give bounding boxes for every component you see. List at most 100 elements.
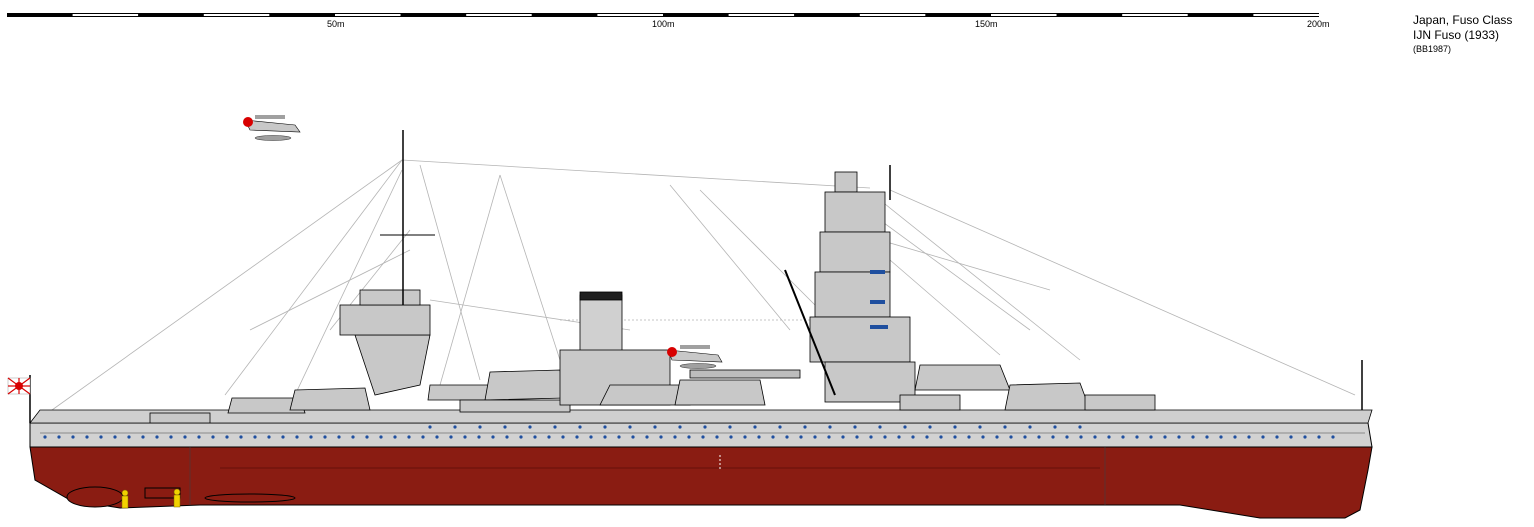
masts [29,130,1363,423]
porthole [1121,435,1125,439]
porthole [99,435,103,439]
porthole [687,435,691,439]
scale-segment [138,14,204,16]
portholes [43,425,1335,439]
porthole [853,425,857,429]
porthole [785,435,789,439]
porthole [1205,435,1209,439]
scale-segment [531,14,598,16]
porthole [869,435,873,439]
porthole [939,435,943,439]
porthole [503,425,507,429]
scale-bar [7,13,1319,17]
porthole [281,435,285,439]
porthole [1078,425,1082,429]
porthole [701,435,705,439]
scale-segment [663,14,729,16]
porthole [1053,425,1057,429]
porthole [211,435,215,439]
scale-segment [925,14,991,16]
porthole [1233,435,1237,439]
scale-label-100m: 100m [652,19,675,29]
porthole [799,435,803,439]
porthole [1191,435,1195,439]
porthole [729,435,733,439]
scale-segment [72,14,139,16]
porthole [1219,435,1223,439]
porthole [43,435,47,439]
porthole [428,425,432,429]
scale-segment [1253,14,1319,16]
porthole [1331,435,1335,439]
porthole [1135,435,1139,439]
scale-segment [1056,14,1123,16]
porthole [379,435,383,439]
scale-segment [728,14,795,16]
porthole [449,435,453,439]
porthole [757,435,761,439]
porthole [928,425,932,429]
porthole [953,425,957,429]
porthole [1247,435,1251,439]
ship-name: IJN Fuso (1933) [1413,28,1500,42]
porthole [981,435,985,439]
porthole [169,435,173,439]
porthole [1107,435,1111,439]
porthole [553,425,557,429]
porthole [678,425,682,429]
scale-label-50m: 50m [327,19,345,29]
ship-info: Japan, Fuso Class IJN Fuso (1933) (BB198… [1413,13,1512,55]
porthole [1065,435,1069,439]
porthole [645,435,649,439]
porthole [883,435,887,439]
scale-segment [597,14,663,16]
porthole [393,435,397,439]
porthole [519,435,523,439]
porthole [323,435,327,439]
porthole [1037,435,1041,439]
bridge-windows [870,270,888,329]
porthole [197,435,201,439]
porthole [1149,435,1153,439]
scale-label-200m: 200m [1307,19,1330,29]
porthole [365,435,369,439]
ship-reference-code: (BB1987) [1413,44,1452,54]
porthole [453,425,457,429]
porthole [743,435,747,439]
porthole [267,435,271,439]
superstructure [149,171,1156,424]
porthole [528,425,532,429]
scale-segment [466,14,532,16]
porthole [1023,435,1027,439]
porthole [491,435,495,439]
porthole [628,425,632,429]
porthole [113,435,117,439]
porthole [978,425,982,429]
porthole [127,435,131,439]
porthole [911,435,915,439]
porthole [309,435,313,439]
porthole [841,435,845,439]
porthole [653,425,657,429]
porthole [995,435,999,439]
ship-class-title: Japan, Fuso Class [1413,13,1513,27]
scale-segment [794,14,860,16]
scale-segment [1187,14,1254,16]
porthole [478,425,482,429]
porthole [1261,435,1265,439]
porthole [183,435,187,439]
porthole [589,435,593,439]
rising-sun-flag-icon [7,377,31,395]
porthole [967,435,971,439]
porthole [578,425,582,429]
porthole [897,435,901,439]
porthole [463,435,467,439]
scale-segment [991,14,1057,16]
porthole [753,425,757,429]
porthole [703,425,707,429]
porthole [435,435,439,439]
porthole [1028,425,1032,429]
scale-segment [859,14,926,16]
porthole [1177,435,1181,439]
